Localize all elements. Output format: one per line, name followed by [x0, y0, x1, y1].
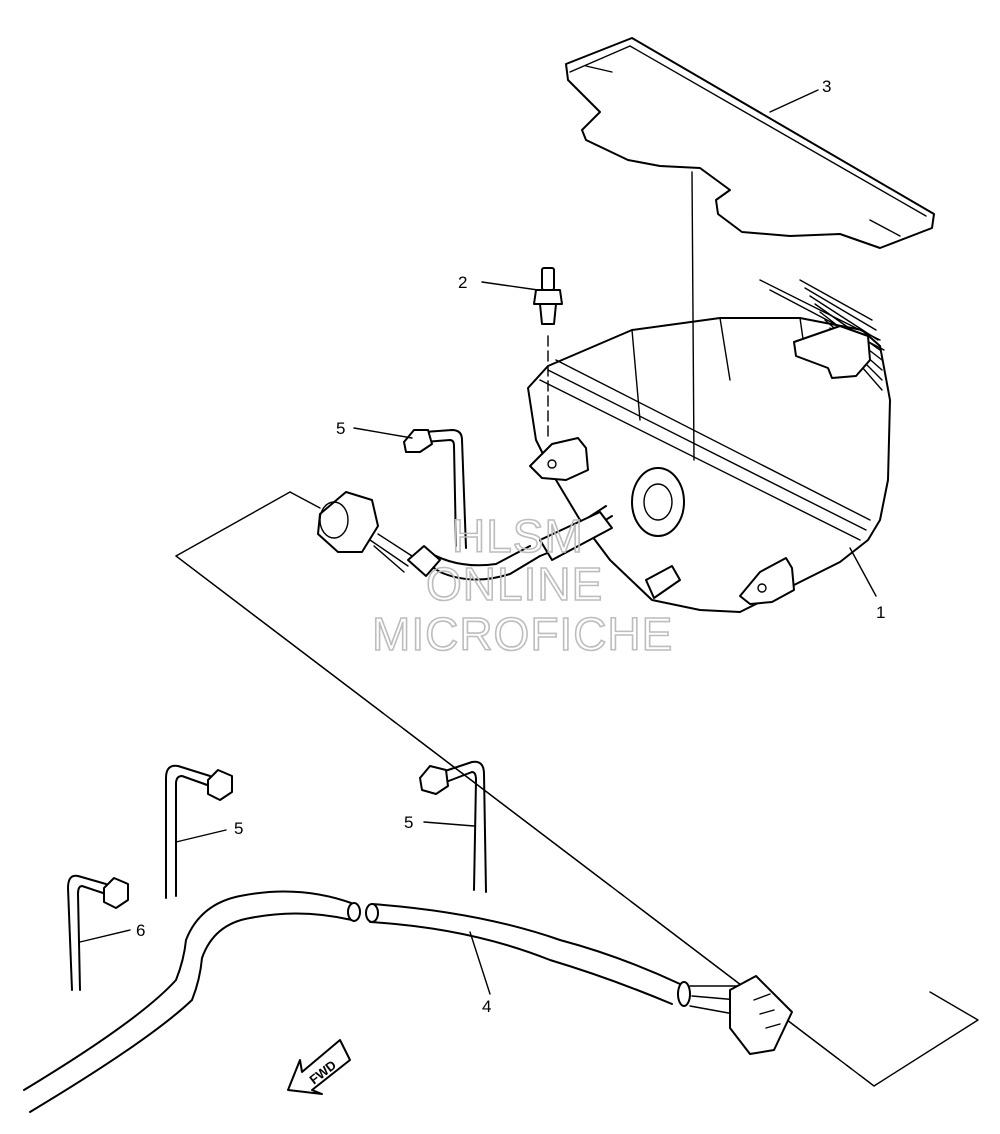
- callout-5-left: 5: [234, 819, 243, 838]
- part-6-cable-tie: [67, 874, 129, 991]
- part-5-cable-tie-a: [403, 429, 467, 549]
- watermark: HLSM ONLINE MICROFICHE: [371, 509, 673, 661]
- callout-5-upper: 5: [336, 419, 345, 438]
- callout-5-right: 5: [404, 813, 413, 832]
- fwd-arrow-icon: FWD: [287, 1039, 351, 1095]
- part-3-pad: [565, 37, 935, 249]
- part-1-tail-light: [527, 279, 891, 613]
- part-5-cable-tie-c: [419, 760, 487, 893]
- leader-lines: [79, 89, 877, 995]
- part-4-wire-harness: [23, 890, 793, 1113]
- lamp-harness-upper: [317, 491, 613, 581]
- watermark-line-1: HLSM: [452, 510, 584, 562]
- callout-3: 3: [822, 77, 831, 96]
- callout-2: 2: [458, 273, 467, 292]
- callout-labels: 1 2 3 4 5 5 5 6: [136, 77, 885, 1016]
- callout-4: 4: [482, 997, 491, 1016]
- watermark-line-3: MICROFICHE: [372, 608, 673, 660]
- callout-6: 6: [136, 921, 145, 940]
- part-5-cable-tie-b: [165, 764, 233, 899]
- part-2-clip: [533, 267, 563, 437]
- callout-1: 1: [876, 603, 885, 622]
- watermark-line-2: ONLINE: [426, 558, 603, 610]
